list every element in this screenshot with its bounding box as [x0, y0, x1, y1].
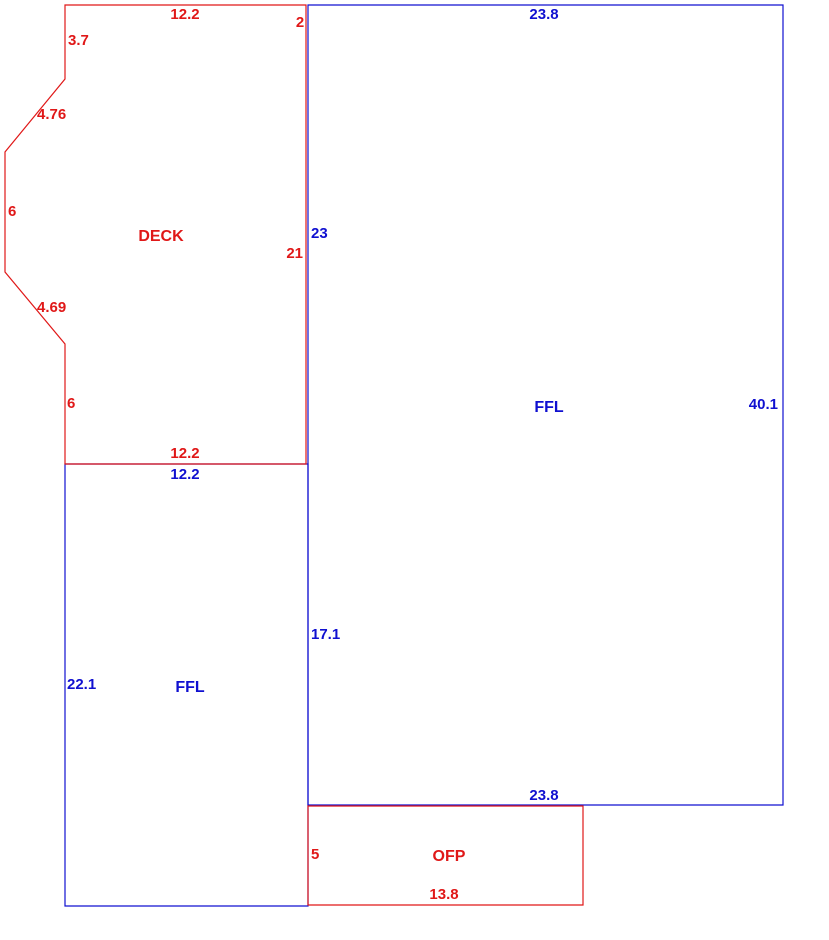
ffl-main-dim-top: 23.8 — [529, 6, 558, 23]
ffl-small-dim-top: 12.2 — [170, 466, 199, 483]
ffl-small-area-label: FFL — [175, 679, 205, 696]
deck-dim-left-mid: 6 — [8, 203, 16, 220]
deck-dim-left-upper: 3.7 — [68, 32, 89, 49]
ffl-small-dim-left: 22.1 — [67, 676, 96, 693]
deck-dim-diag-upper: 4.76 — [37, 106, 66, 123]
ffl-main-dim-left-lower: 17.1 — [311, 626, 340, 643]
ofp-outline — [307, 805, 584, 906]
deck-dim-top-right: 2 — [296, 14, 304, 31]
ffl-main-dim-right: 40.1 — [749, 396, 778, 413]
deck-area-label: DECK — [138, 228, 184, 245]
ffl-main-area-label: FFL — [534, 399, 564, 416]
deck-dim-top: 12.2 — [170, 6, 199, 23]
ofp-area-label: OFP — [433, 848, 466, 865]
deck-outline — [4, 4, 307, 465]
ffl-main-dim-bottom: 23.8 — [529, 787, 558, 804]
ofp-dim-bottom: 13.8 — [429, 886, 458, 903]
ffl-main-dim-left-upper: 23 — [311, 225, 328, 242]
deck-dim-left-lower: 6 — [67, 395, 75, 412]
deck-dim-right: 21 — [286, 245, 303, 262]
deck-dim-diag-lower: 4.69 — [37, 299, 66, 316]
ofp-dim-left: 5 — [311, 846, 319, 863]
deck-dim-bottom: 12.2 — [170, 445, 199, 462]
